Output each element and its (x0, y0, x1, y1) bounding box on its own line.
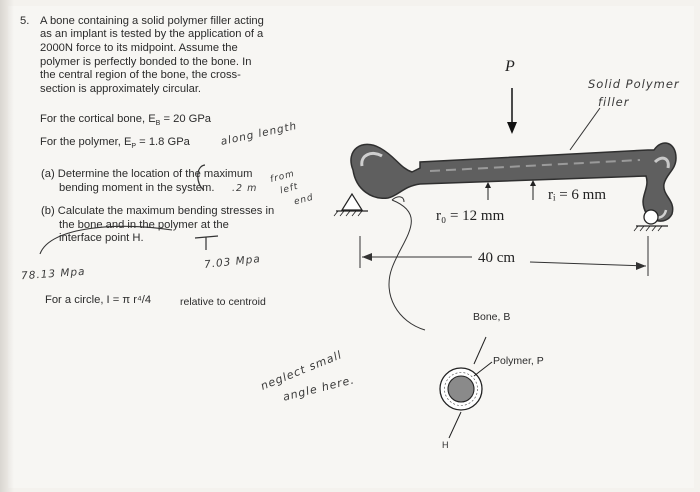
left-support-icon (333, 192, 368, 217)
part-a-line-2: bending moment in the system. (59, 182, 215, 194)
inner-radius-label: rᵢ = 6 mm (548, 187, 606, 203)
cortical-sub: B (155, 120, 161, 128)
part-a-line-1: (a) Determine the location of the maximu… (41, 168, 253, 180)
cross-section (439, 336, 493, 439)
section-cut-mark (391, 196, 405, 203)
intro-line-6: section is approximately circular. (40, 83, 202, 95)
ro-arrow-icon (485, 182, 491, 188)
polymer-text: For the polymer, E (40, 136, 132, 148)
bone-leader (473, 336, 487, 365)
right-support-icon (633, 209, 668, 232)
hand-tau-mark (194, 235, 219, 250)
polymer-sub: P (131, 143, 137, 151)
part-b-line-1: (b) Calculate the maximum bending stress… (41, 205, 275, 217)
problem-number: 5. (20, 15, 30, 27)
hand-bracket-mark (39, 225, 173, 255)
circle-inertia-note: For a circle, I = π r⁴/4 (45, 294, 152, 306)
polymer-value: = 1.8 GPa (136, 136, 190, 148)
hand-circle-mark (197, 164, 206, 191)
intro-line-1: A bone containing a solid polymer filler… (40, 15, 264, 27)
intro-line-4: polymer is perfectly bonded to the bone.… (40, 56, 252, 68)
cortical-value: = 20 GPa (160, 113, 212, 125)
page-shadow (0, 0, 14, 492)
hand-filler-2: filler (598, 95, 630, 109)
force-label: P (505, 58, 515, 75)
hand-point2m: .2 m (232, 183, 258, 194)
cortical-modulus: For the cortical bone, EB = 20 GPa (40, 113, 211, 130)
intro-line-3: 2000N force to its midpoint. Assume the (40, 42, 238, 54)
worksheet-page (8, 6, 694, 488)
cortical-text: For the cortical bone, E (40, 113, 156, 125)
section-leader (388, 199, 426, 331)
polymer-label: Polymer, P (493, 355, 544, 367)
polymer-modulus: For the polymer, EP = 1.8 GPa (40, 136, 190, 153)
outer-radius-label: r₀ = 12 mm (436, 208, 505, 224)
polymer-leader (473, 361, 493, 377)
intro-line-5: the central region of the bone, the cros… (40, 69, 241, 81)
ri-arrow-icon (530, 180, 536, 186)
hand-filler-1: Solid Polymer (588, 77, 680, 91)
intro-line-2: as an implant is tested by the applicati… (40, 28, 264, 40)
part-b-line-2: the bone and in the polymer at the (59, 219, 229, 231)
span-dimension (359, 236, 649, 276)
point-h-label: H (442, 440, 449, 450)
filler-leader (569, 107, 601, 151)
femur-bone (350, 142, 677, 222)
load-arrow-icon (507, 88, 517, 134)
centroid-note: relative to centroid (180, 296, 266, 308)
bone-label: Bone, B (473, 311, 511, 323)
span-label: 40 cm (478, 250, 516, 266)
part-b-line-3: interface point H. (59, 232, 144, 244)
